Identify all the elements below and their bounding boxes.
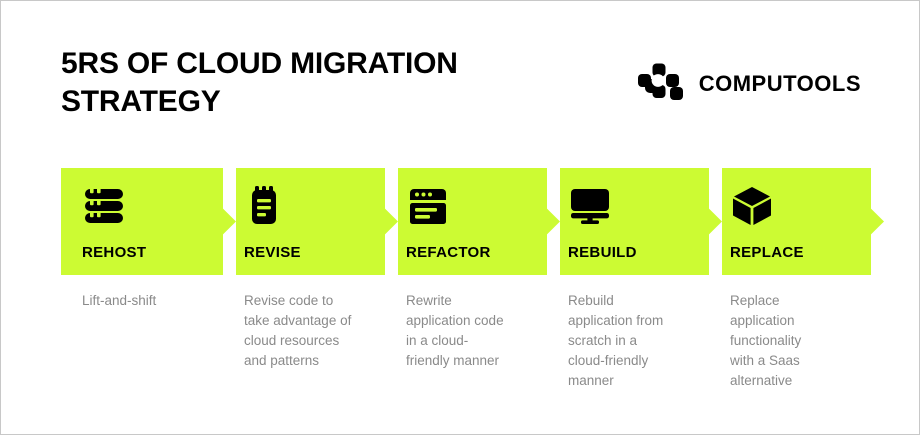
description-text: Rewrite application code in a cloud- fri… <box>406 293 504 368</box>
step-label: REBUILD <box>568 244 637 261</box>
step-descriptions: Lift-and-shift Revise code to take advan… <box>61 291 871 391</box>
description-column: Rebuild application from scratch in a cl… <box>547 291 709 391</box>
description-text: Replace application functionality with a… <box>730 293 802 388</box>
process-step-rehost[interactable]: REHOST <box>61 168 236 275</box>
process-band: REHOST <box>61 168 884 275</box>
band-arrow-tip <box>871 208 884 235</box>
description-column: Revise code to take advantage of cloud r… <box>223 291 385 391</box>
brand-logo: COMPUTOOLS <box>637 63 861 105</box>
step-label: REFACTOR <box>406 244 491 261</box>
process-steps: REHOST <box>61 168 871 275</box>
notepad-icon <box>244 184 288 228</box>
page-title: 5RS of Cloud Migration Strategy <box>61 47 458 118</box>
browser-window-icon <box>406 184 450 228</box>
description-column: Rewrite application code in a cloud- fri… <box>385 291 547 391</box>
step-label: REHOST <box>82 244 147 261</box>
description-text: Lift-and-shift <box>82 293 157 308</box>
description-text: Revise code to take advantage of cloud r… <box>244 293 352 368</box>
description-column: Lift-and-shift <box>61 291 223 391</box>
step-label: REPLACE <box>730 244 804 261</box>
computools-logo-icon <box>637 63 685 105</box>
process-step-refactor[interactable]: REFACTOR <box>385 168 560 275</box>
process-step-rebuild[interactable]: REBUILD <box>547 168 722 275</box>
step-label: REVISE <box>244 244 301 261</box>
brand-name: COMPUTOOLS <box>698 71 861 96</box>
description-text: Rebuild application from scratch in a cl… <box>568 293 664 388</box>
description-column: Replace application functionality with a… <box>709 291 871 391</box>
server-stack-icon <box>82 184 126 228</box>
monitor-icon <box>568 184 612 228</box>
process-step-revise[interactable]: REVISE <box>223 168 398 275</box>
process-step-replace[interactable]: REPLACE <box>709 168 871 275</box>
cube-icon <box>730 184 774 228</box>
